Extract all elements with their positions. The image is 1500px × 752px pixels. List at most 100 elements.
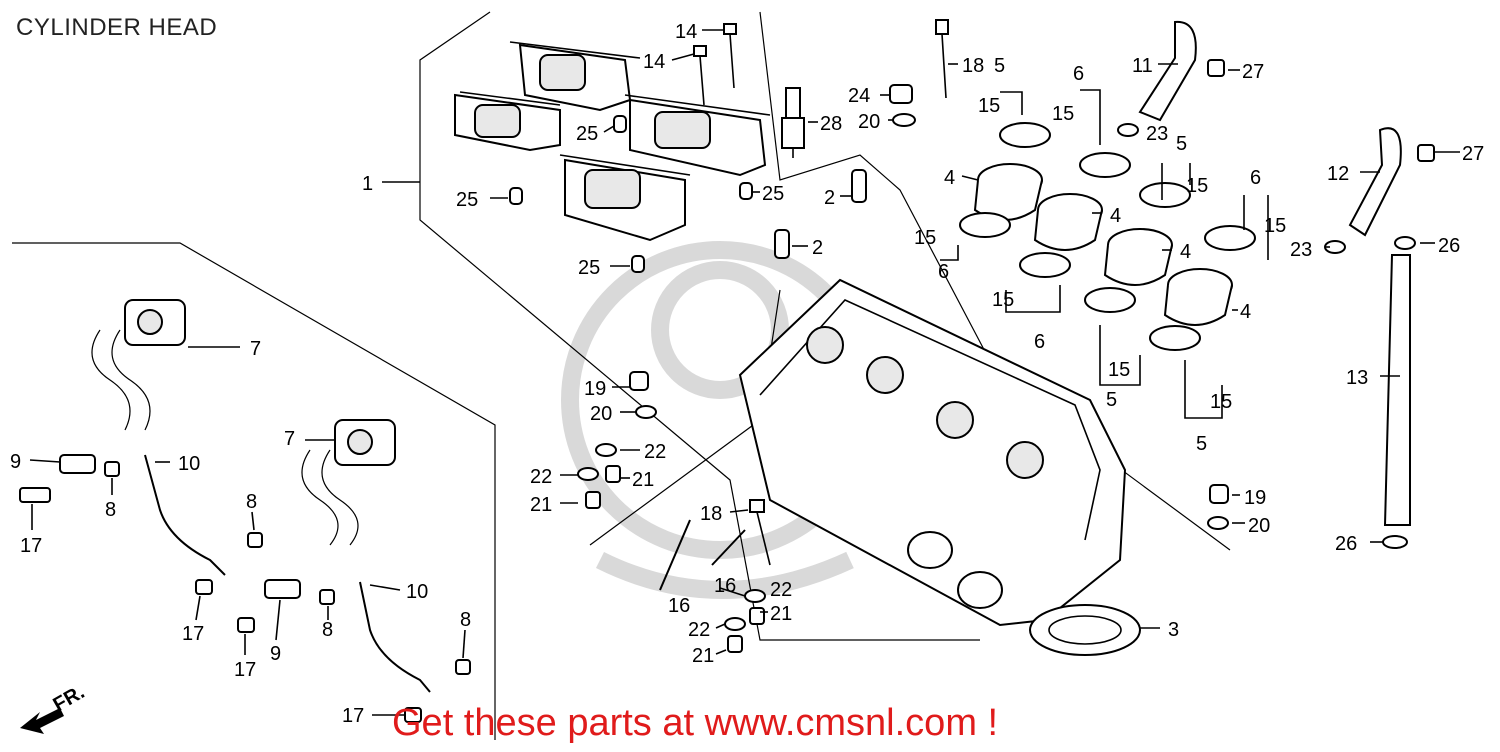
callout-6: 6 bbox=[1034, 331, 1045, 353]
dowel-pin-2-group bbox=[774, 169, 867, 259]
leader-lines bbox=[29, 29, 1460, 716]
callout-18: 18 bbox=[700, 503, 722, 525]
spark-plug bbox=[781, 87, 805, 158]
callout-22: 22 bbox=[688, 619, 710, 641]
callout-15: 15 bbox=[1108, 359, 1130, 381]
callout-19: 19 bbox=[584, 378, 606, 400]
callout-25: 25 bbox=[576, 123, 598, 145]
cylinder-head-body bbox=[738, 278, 1127, 627]
callout-8: 8 bbox=[460, 609, 471, 631]
callout-25: 25 bbox=[578, 257, 600, 279]
callout-20: 20 bbox=[1248, 515, 1270, 537]
callout-5: 5 bbox=[1176, 133, 1187, 155]
callout-6: 6 bbox=[1073, 63, 1084, 85]
insulator-3 bbox=[1103, 228, 1173, 286]
callout-17: 17 bbox=[234, 659, 256, 681]
callout-28: 28 bbox=[820, 113, 842, 135]
stud-group bbox=[659, 499, 771, 591]
callout-4: 4 bbox=[1110, 205, 1121, 227]
callout-13: 13 bbox=[1346, 367, 1368, 389]
page-title: CYLINDER HEAD bbox=[16, 14, 218, 41]
callout-21: 21 bbox=[530, 494, 552, 516]
hose-13 bbox=[1383, 254, 1411, 526]
callout-4: 4 bbox=[1180, 241, 1191, 263]
callout-4: 4 bbox=[944, 167, 955, 189]
callout-22: 22 bbox=[770, 579, 792, 601]
callout-12: 12 bbox=[1327, 163, 1349, 185]
air-valve-upper bbox=[19, 299, 263, 595]
callout-15: 15 bbox=[1264, 215, 1286, 237]
callout-21: 21 bbox=[770, 603, 792, 625]
callout-17: 17 bbox=[182, 623, 204, 645]
camshaft-holder-group bbox=[454, 41, 771, 242]
callout-20: 20 bbox=[590, 403, 612, 425]
camshaft-holder-2 bbox=[454, 91, 561, 152]
callout-21: 21 bbox=[692, 645, 714, 667]
camshaft-holder-1 bbox=[509, 41, 641, 112]
callout-15: 15 bbox=[1052, 103, 1074, 125]
callout-5: 5 bbox=[994, 55, 1005, 77]
callout-5: 5 bbox=[1196, 433, 1207, 455]
callout-22: 22 bbox=[644, 441, 666, 463]
callout-labels: 1 14 14 18 5 6 11 27 24 28 20 15 15 23 5… bbox=[10, 21, 1484, 727]
nut-24 bbox=[889, 84, 916, 127]
callout-17: 17 bbox=[342, 705, 364, 727]
insulator-2 bbox=[1033, 193, 1103, 251]
callout-7: 7 bbox=[284, 428, 295, 450]
callout-15: 15 bbox=[978, 95, 1000, 117]
insulator-4 bbox=[1163, 268, 1233, 326]
callout-9: 9 bbox=[10, 451, 21, 473]
callout-2: 2 bbox=[812, 237, 823, 259]
callout-20: 20 bbox=[858, 111, 880, 133]
callout-5: 5 bbox=[1106, 389, 1117, 411]
callout-14: 14 bbox=[643, 51, 665, 73]
callout-23: 23 bbox=[1146, 123, 1168, 145]
camshaft-holder-3 bbox=[624, 94, 771, 177]
footer-promo-link[interactable]: Get these parts at www.cmsnl.com ! bbox=[392, 702, 999, 744]
callout-19: 19 bbox=[1244, 487, 1266, 509]
callout-1: 1 bbox=[362, 173, 373, 195]
hose-11 bbox=[1138, 20, 1197, 122]
insulator-1 bbox=[973, 163, 1043, 221]
callout-17: 17 bbox=[20, 535, 42, 557]
callout-27: 27 bbox=[1462, 143, 1484, 165]
callout-8: 8 bbox=[246, 491, 257, 513]
callout-15: 15 bbox=[914, 227, 936, 249]
callout-18: 18 bbox=[962, 55, 984, 77]
callout-26: 26 bbox=[1438, 235, 1460, 257]
callout-2: 2 bbox=[824, 187, 835, 209]
callout-24: 24 bbox=[848, 85, 870, 107]
callout-26: 26 bbox=[1335, 533, 1357, 555]
hose-12 bbox=[1348, 127, 1402, 237]
air-valve-lower bbox=[237, 419, 471, 723]
callout-16: 16 bbox=[668, 595, 690, 617]
callout-21: 21 bbox=[632, 469, 654, 491]
callout-10: 10 bbox=[178, 453, 200, 475]
bolt-18-top bbox=[935, 19, 949, 99]
callout-25: 25 bbox=[762, 183, 784, 205]
callout-27: 27 bbox=[1242, 61, 1264, 83]
callout-22: 22 bbox=[530, 466, 552, 488]
callout-16: 16 bbox=[714, 575, 736, 597]
nut-washer-group bbox=[577, 59, 1435, 653]
callout-15: 15 bbox=[1186, 175, 1208, 197]
callout-9: 9 bbox=[270, 643, 281, 665]
callout-6: 6 bbox=[938, 261, 949, 283]
callout-7: 7 bbox=[250, 338, 261, 360]
callout-6: 6 bbox=[1250, 167, 1261, 189]
callout-8: 8 bbox=[322, 619, 333, 641]
front-direction-arrow: FR. bbox=[20, 681, 88, 734]
callout-23: 23 bbox=[1290, 239, 1312, 261]
callout-8: 8 bbox=[105, 499, 116, 521]
callout-3: 3 bbox=[1168, 619, 1179, 641]
dowel-pin-group bbox=[509, 115, 753, 273]
callout-14: 14 bbox=[675, 21, 697, 43]
callout-11: 11 bbox=[1132, 55, 1153, 77]
exhaust-gasket bbox=[1029, 604, 1141, 656]
callout-4: 4 bbox=[1240, 301, 1251, 323]
callout-15: 15 bbox=[1210, 391, 1232, 413]
bolt-14-group bbox=[693, 23, 737, 106]
intake-insulator-group bbox=[959, 122, 1256, 351]
